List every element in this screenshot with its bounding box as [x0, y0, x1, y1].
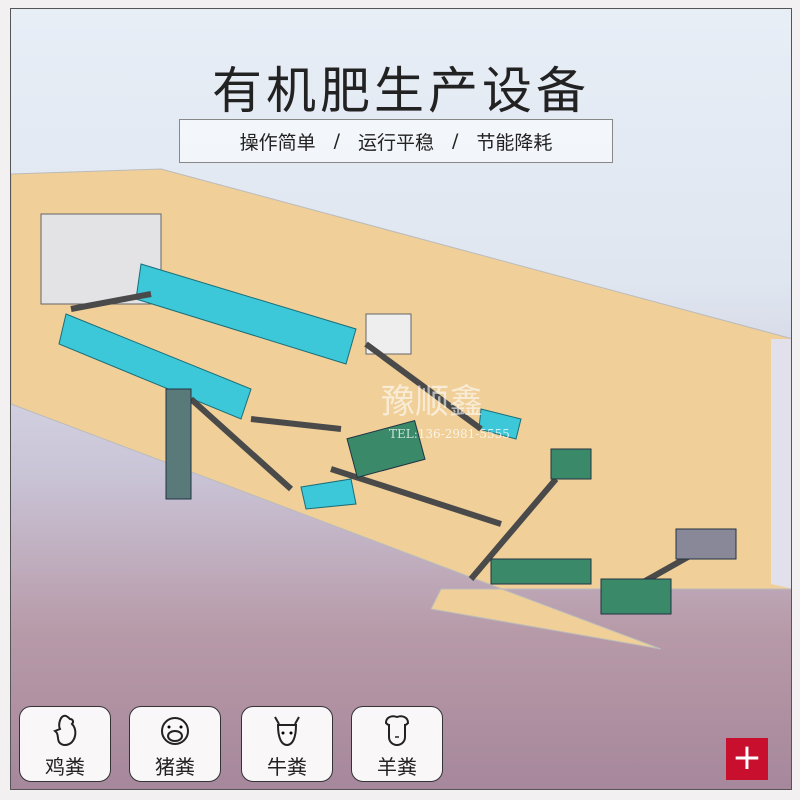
feature: 操作简单	[239, 131, 316, 154]
cooler-drum	[58, 313, 252, 420]
category-pig-manure[interactable]: 猪粪	[129, 706, 221, 782]
feature: 节能降耗	[476, 131, 553, 154]
category-cow-manure[interactable]: 牛粪	[241, 706, 333, 782]
separator: /	[333, 130, 340, 152]
pig-icon	[161, 717, 189, 745]
category-chicken-manure[interactable]: 鸡粪	[19, 706, 111, 782]
page-title: 有机肥生产设备	[212, 62, 590, 120]
watermark-logo: 豫顺鑫	[381, 382, 483, 422]
chicken-icon	[52, 714, 77, 746]
category-sheep-manure[interactable]: 羊粪	[351, 706, 443, 782]
conveyors	[70, 291, 713, 592]
plus-button[interactable]: +	[726, 738, 768, 780]
feature-bar: 操作简单 / 运行平稳 / 节能降耗	[179, 119, 613, 163]
product-banner: 有机肥生产设备 操作简单 / 运行平稳 / 节能降耗 豫顺鑫 TEL:136-2…	[10, 8, 792, 790]
cow-icon	[274, 716, 300, 747]
production-line-illustration	[11, 168, 791, 650]
feature: 运行平稳	[357, 131, 434, 154]
dryer-drum	[135, 263, 357, 365]
separator: /	[452, 130, 459, 152]
watermark-phone: TEL:136-2981-5555	[389, 427, 510, 441]
sheep-icon	[384, 715, 410, 747]
